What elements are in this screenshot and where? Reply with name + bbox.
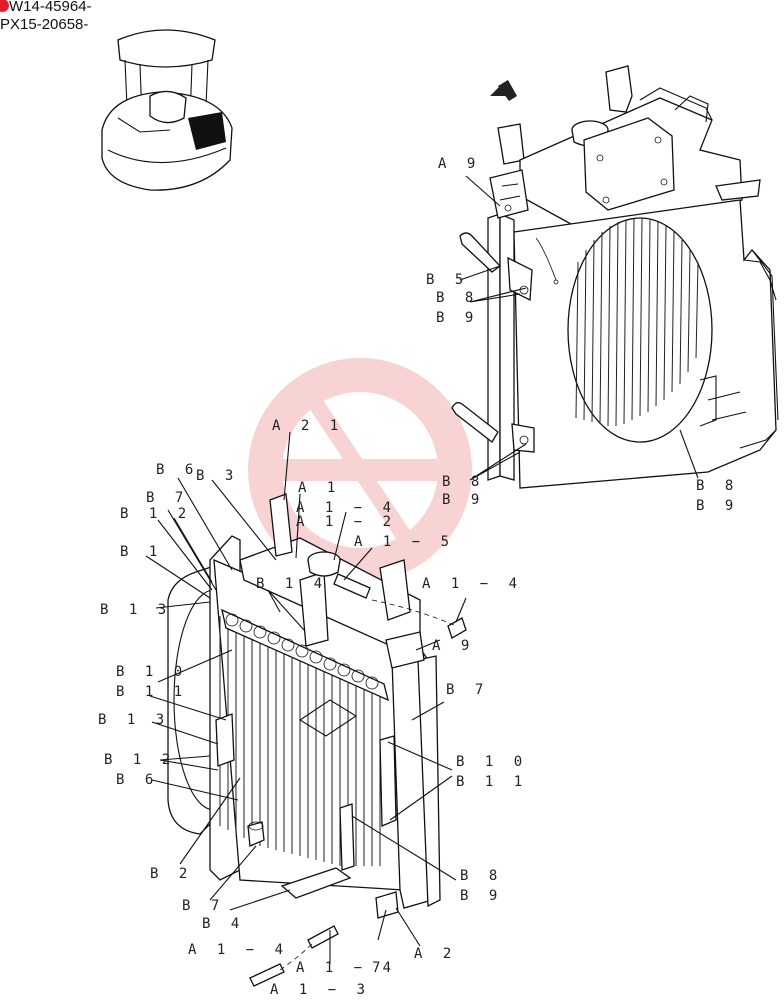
label-b14: B 1 4 [256, 576, 328, 592]
label-b12-top: B 1 2 [120, 506, 192, 522]
label-a1: A 1 [298, 480, 341, 496]
label-a21: A 2 1 [272, 418, 344, 434]
top-coil [221, 608, 389, 702]
label-b12-mid: B 1 2 [104, 752, 176, 768]
fan-shroud-assembly [451, 65, 779, 489]
direction-arrow-icon [490, 80, 517, 101]
label-b10-left: B 1 0 [116, 664, 188, 680]
label-b13-mid: B 1 3 [98, 712, 170, 728]
leader-lines [145, 175, 699, 964]
red-badge-icon [0, 0, 9, 12]
label-a7: 7 [372, 960, 386, 976]
label-a1-5: A 1 − 5 [354, 534, 455, 550]
callout-labels: A 9 B 5 B 8 B 9 A 2 1 B 6 B 3 B 8 B 8 A … [98, 156, 739, 998]
label-b7-top: B 7 [146, 490, 189, 506]
label-a1-4-bottom: A 1 − 4 [188, 942, 289, 958]
label-b8-center: B 8 [442, 474, 485, 490]
label-a1-4-top: A 1 − 4 [296, 500, 397, 516]
label-b10-right: B 1 0 [456, 754, 528, 770]
label-a1-4-mid: A 1 − 4 [422, 576, 523, 592]
label-b8-top: B 8 [436, 290, 479, 306]
watermark-logo [248, 358, 472, 582]
label-b4: B 4 [202, 916, 245, 932]
label-b5: B 5 [426, 272, 469, 288]
radiator-core-fins [219, 616, 381, 866]
label-b7-low: B 7 [182, 898, 225, 914]
label-b3: B 3 [196, 468, 239, 484]
label-b11-left: B 1 1 [116, 684, 188, 700]
shroud-core-fins [575, 217, 699, 427]
label-a9-mid: A 9 [432, 638, 475, 654]
label-b11-right: B 1 1 [456, 774, 528, 790]
label-a9-top: A 9 [438, 156, 481, 172]
label-a2: A 2 [414, 946, 457, 962]
label-b1: B 1 [120, 544, 163, 560]
label-b9-top: B 9 [436, 310, 479, 326]
label-b9-low: B 9 [460, 888, 503, 904]
label-b2: B 2 [150, 866, 193, 882]
serial-number-1: W14-45964- [0, 0, 92, 16]
label-b7-right: B 7 [446, 682, 489, 698]
serial-number-2: PX15-20658- [0, 16, 89, 33]
label-a1-4-bottom2: A 1 − 4 [296, 960, 397, 976]
label-b9-shroud: B 9 [696, 498, 739, 514]
label-b6-top: B 6 [156, 462, 199, 478]
label-b8-low: B 8 [460, 868, 503, 884]
label-b9-center: B 9 [442, 492, 485, 508]
label-a1-3: A 1 − 3 [270, 982, 371, 998]
radiator-assembly [167, 493, 467, 987]
label-b8-shroud: B 8 [696, 478, 739, 494]
label-b13-top: B 1 3 [100, 602, 172, 618]
machine-thumbnail [101, 29, 233, 191]
label-a1-2: A 1 − 2 [296, 514, 397, 530]
label-b6-mid: B 6 [116, 772, 159, 788]
